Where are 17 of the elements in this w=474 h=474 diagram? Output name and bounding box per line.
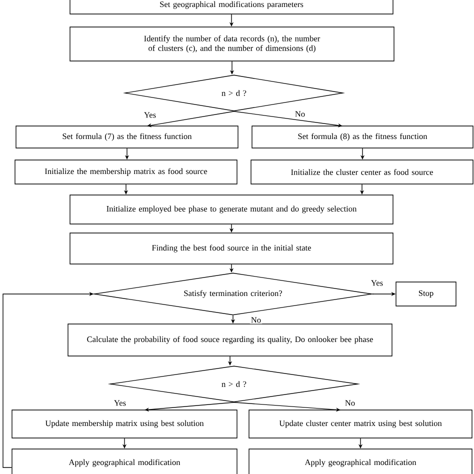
process-box: Set geographical modifications parameters — [70, 0, 394, 14]
process-box: Set formula (8) as the fitness function — [252, 126, 474, 148]
process-box: Initialize employed bee phase to generate mutant and do greedy selection — [70, 194, 394, 224]
process-box: Set formula (7) as the fitness function — [16, 126, 238, 148]
process-box: Calculate the probability of food souce regarding its quality, Do onlooker bee phase — [68, 324, 392, 356]
process-box: Finding the best food source in the initial state — [70, 232, 394, 264]
process-box: Initialize the cluster center as food source — [250, 160, 474, 184]
process-box: Apply geographical modification — [12, 448, 238, 474]
edge-label: No — [294, 110, 306, 118]
process-box: Update cluster center matrix using best solution — [248, 410, 472, 438]
edge-label: No — [250, 316, 262, 324]
process-box: Identify the number of data records (n), the number of clusters (c), and the number of dimensions (d) — [70, 26, 394, 62]
process-box: Update membership matrix using best solution — [12, 410, 238, 438]
process-box: Initialize the membership matrix as food source — [14, 160, 238, 184]
edge-label: Yes — [142, 111, 158, 119]
process-box: Stop — [396, 282, 456, 306]
process-box: Apply geographical modification — [248, 448, 472, 474]
